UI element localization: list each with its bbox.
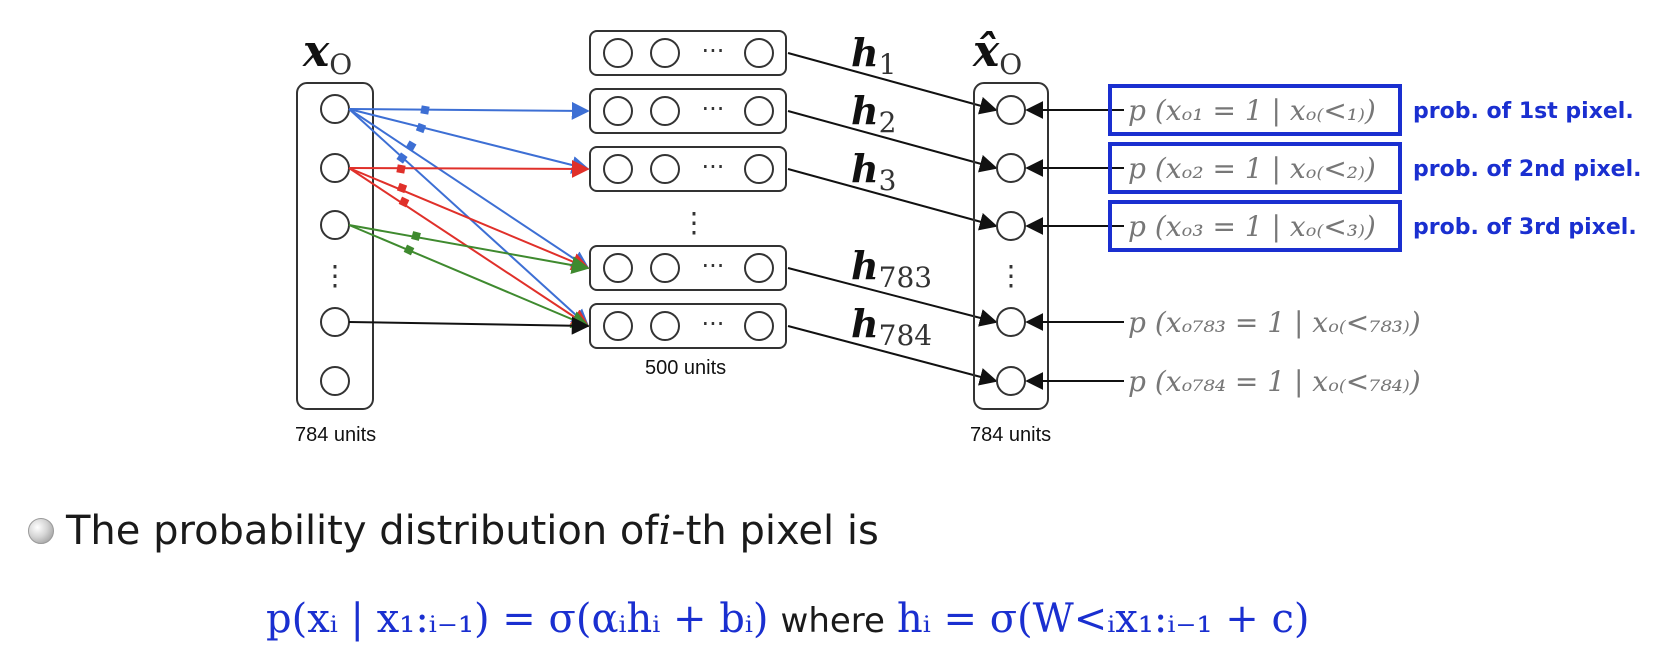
weight-marker <box>415 122 427 134</box>
hidden-label-3: h3 <box>851 146 896 197</box>
weight-marker <box>403 244 415 256</box>
bullet-ivar: i <box>658 508 672 554</box>
conn-green-2 <box>348 224 590 328</box>
conn-red-1 <box>348 159 590 178</box>
prob-expr-1: p (xₒ₁ = 1 | xₒ₍<₁₎) <box>1128 94 1376 127</box>
bullet-point: The probability distribution of i-th pix… <box>28 508 879 554</box>
hidden-label-784: h784 <box>851 301 932 352</box>
prob-label-2: prob. of 2nd pixel. <box>1413 157 1642 182</box>
output-label: x̂O <box>972 26 1022 81</box>
svg-text:···: ··· <box>702 37 725 65</box>
nade-formula: p(xᵢ | x₁:ᵢ₋₁) = σ(αᵢhᵢ + bᵢ) where hᵢ = σ… <box>266 596 1310 642</box>
hidden-label-783: h783 <box>851 243 932 294</box>
conn-blue-1 <box>348 101 590 120</box>
prob-label-3: prob. of 3rd pixel. <box>1413 215 1637 240</box>
output-unit-783 <box>996 307 1026 337</box>
hidden-units-label: 500 units <box>645 357 726 379</box>
hidden-layer-2: ··· <box>589 88 787 134</box>
output-unit-3 <box>996 211 1026 241</box>
output-unit-2 <box>996 153 1026 183</box>
prob-box-2 <box>1108 142 1402 194</box>
output-vertical-ellipsis: ⋮ <box>997 259 1025 292</box>
input-unit-2 <box>320 153 350 183</box>
conn-h784-out <box>787 325 998 386</box>
hidden-layer-783: ··· <box>589 245 787 291</box>
conn-red-2 <box>348 167 590 271</box>
hidden-layer-3: ··· <box>589 146 787 192</box>
input-unit-783 <box>320 307 350 337</box>
bullet-dot-icon <box>28 518 54 544</box>
svg-text:···: ··· <box>702 310 725 338</box>
weight-marker <box>405 140 417 152</box>
weight-marker <box>396 152 408 164</box>
conn-h1-out <box>787 52 998 115</box>
svg-text:···: ··· <box>702 252 725 280</box>
bullet-text-prefix: The probability distribution of <box>66 508 659 554</box>
conn-h3-out <box>787 168 998 231</box>
formula-where: where <box>780 601 885 641</box>
hidden-label-2: h2 <box>851 88 896 139</box>
hidden-vertical-ellipsis: ⋮ <box>680 206 708 239</box>
input-unit-1 <box>320 94 350 124</box>
bullet-text-suffix: -th pixel is <box>671 508 879 554</box>
formula-left: p(xᵢ | x₁:ᵢ₋₁) = σ(αᵢhᵢ + bᵢ) <box>266 596 769 642</box>
weight-marker <box>420 105 430 115</box>
input-units-label: 784 units <box>295 424 376 446</box>
conn-blue-2 <box>348 108 590 174</box>
nade-architecture-diagram: xO ⋮ 784 units ··· ··· ··· ⋮ ··· <box>295 26 1642 446</box>
input-layer-box <box>296 82 374 410</box>
conn-h2-out <box>787 110 998 173</box>
input-unit-3 <box>320 210 350 240</box>
hidden-layer-784: ··· <box>589 303 787 349</box>
conn-blue-3 <box>348 108 590 269</box>
conn-green-1 <box>348 224 590 274</box>
prob-expr-3: p (xₒ₃ = 1 | xₒ₍<₃₎) <box>1128 210 1376 243</box>
input-unit-784 <box>320 366 350 396</box>
input-vertical-ellipsis: ⋮ <box>321 259 349 292</box>
weight-marker <box>411 231 421 241</box>
prob-box-3 <box>1108 200 1402 252</box>
conn-black-1 <box>348 316 590 335</box>
prob-label-1: prob. of 1st pixel. <box>1413 99 1634 124</box>
output-unit-784 <box>996 366 1026 396</box>
output-unit-1 <box>996 95 1026 125</box>
svg-text:···: ··· <box>702 95 725 123</box>
prob-expr-783: p (xₒ₇₈₃ = 1 | xₒ₍<₇₈₃₎) <box>1128 306 1421 339</box>
output-units-label: 784 units <box>970 424 1051 446</box>
weight-marker <box>396 164 406 174</box>
prob-box-1 <box>1108 84 1402 136</box>
prob-expr-784: p (xₒ₇₈₄ = 1 | xₒ₍<₇₈₄₎) <box>1128 365 1421 398</box>
prob-expr-2: p (xₒ₂ = 1 | xₒ₍<₂₎) <box>1128 152 1376 185</box>
weight-marker <box>398 196 410 208</box>
output-layer-box <box>973 82 1049 410</box>
svg-text:···: ··· <box>702 153 725 181</box>
conn-h783-out <box>787 267 998 327</box>
input-label: xO <box>302 26 352 81</box>
weight-marker <box>396 182 408 194</box>
hidden-layer-1: ··· <box>589 30 787 76</box>
hidden-label-1: h1 <box>851 30 896 81</box>
formula-right: hᵢ = σ(W<ᵢx₁:ᵢ₋₁ + c) <box>896 596 1310 642</box>
